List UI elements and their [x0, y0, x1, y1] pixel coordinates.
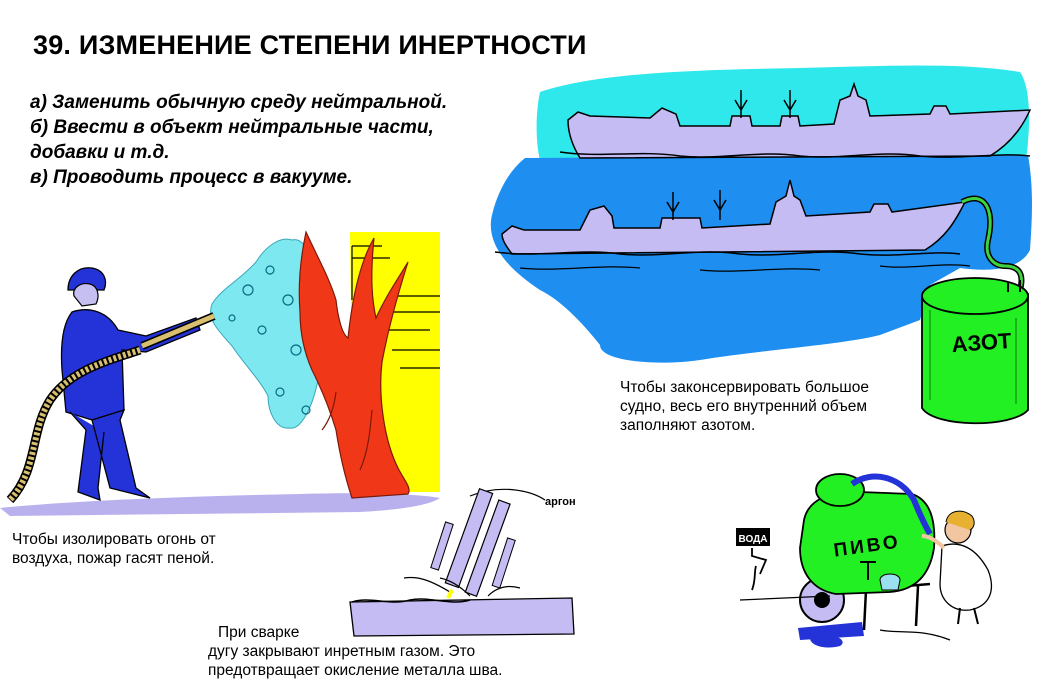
- caption-weld-line: дугу закрывают инретным газом. Это: [208, 643, 476, 660]
- water-sign: ВОДА: [736, 528, 770, 591]
- principle-b: б) Ввести в объект нейтральные части,: [30, 117, 434, 138]
- weld-plate: [349, 597, 575, 637]
- caption-ship-line: Чтобы законсервировать большое: [620, 379, 869, 396]
- woman: [921, 510, 993, 625]
- caption-weld-line: предотвращает окисление металла шва.: [208, 662, 503, 679]
- flames: [298, 230, 410, 499]
- caption-fire: Чтобы изолировать огонь от воздуха, пожа…: [12, 530, 216, 568]
- caption-weld-line: При сварке: [218, 624, 300, 641]
- argon-label: аргон: [545, 496, 576, 508]
- caption-fire-line: воздуха, пожар гасят пеной.: [12, 550, 215, 567]
- principles-list: а) Заменить обычную среду нейтральной. б…: [30, 90, 447, 190]
- ship-upper: [567, 81, 1032, 159]
- nitrogen-tank: [921, 277, 1029, 425]
- ship-lower: [501, 179, 967, 255]
- caption-weld: При сварке дугу закрывают инретным газом…: [208, 623, 502, 680]
- firefighter: [6, 267, 216, 504]
- principle-a: а) Заменить обычную среду нейтральной.: [30, 92, 448, 113]
- ground: [0, 493, 440, 516]
- caption-fire-line: Чтобы изолировать огонь от: [12, 531, 216, 548]
- water-sign-label: ВОДА: [739, 534, 768, 545]
- beer-scene: ВОДА: [736, 473, 993, 648]
- caption-ship-line: судно, весь его внутренний объем: [620, 398, 868, 415]
- page-title: 39. ИЗМЕНЕНИЕ СТЕПЕНИ ИНЕРТНОСТИ: [33, 30, 587, 60]
- principle-b-cont: добавки и т.д.: [30, 142, 170, 163]
- beer-tank: [799, 473, 936, 595]
- principle-c: в) Проводить процесс в вакууме.: [30, 167, 353, 188]
- ships-scene: [490, 65, 1032, 363]
- fire-scene: [0, 230, 440, 516]
- sea-area: [490, 155, 1032, 363]
- welding-scene: [349, 487, 575, 637]
- nitrogen-tank-label: АЗОТ: [951, 328, 1013, 357]
- caption-ship-line: заполняют азотом.: [620, 417, 756, 434]
- caption-ship: Чтобы законсервировать большое судно, ве…: [620, 378, 869, 435]
